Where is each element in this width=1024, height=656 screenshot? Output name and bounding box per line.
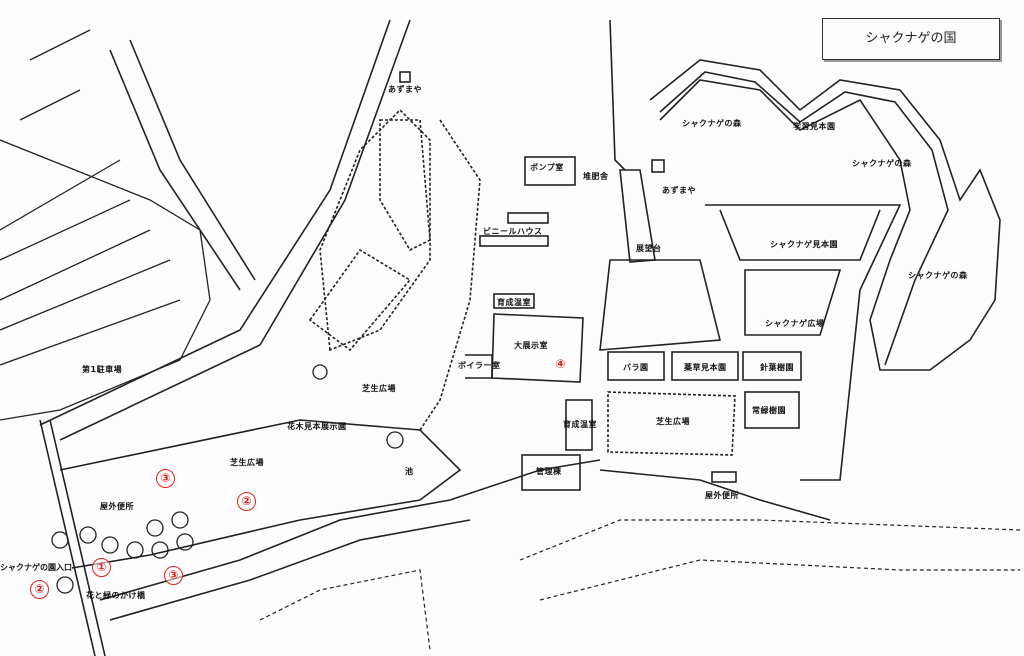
label-vinyl-house: ビニールハウス (483, 227, 543, 236)
label-nursery-greenhouse: 育成温室 (563, 420, 597, 429)
east-gardens (599, 204, 902, 521)
label-conifer-garden: 針葉樹園 (760, 363, 794, 372)
marker-3: ③ (156, 469, 175, 488)
label-pump-room: ポンプ室 (530, 163, 564, 172)
label-lawn: 芝生広場 (362, 384, 396, 393)
label-observation-deck: 展望台 (636, 244, 662, 253)
paths-south (59, 419, 601, 621)
marker-1: ① (92, 558, 111, 577)
label-compost-shed: 堆肥舎 (583, 172, 609, 181)
wooded-hill (308, 108, 481, 431)
parking-lot (0, 29, 211, 421)
buildings-central (399, 71, 665, 491)
label-azumaya: あずまや (662, 186, 696, 195)
label-toilet: 屋外便所 (100, 502, 134, 511)
label-toilet: 屋外便所 (705, 491, 739, 500)
tree-circles (51, 364, 404, 594)
marker-2: ② (30, 580, 49, 599)
label-evergreen-garden: 常緑樹園 (752, 406, 786, 415)
label-herb-garden: 薬草見本園 (684, 363, 727, 372)
label-nursery-greenhouse: 育成温室 (497, 298, 531, 307)
label-entrance: シャクナゲの園入口 (0, 562, 72, 573)
label-flowering-tree-garden: 花木見本展示園 (287, 422, 347, 431)
label-admin-building: 管理棟 (536, 467, 562, 476)
label-rhododendron-sample-garden: シャクナゲ見本園 (770, 240, 838, 249)
label-forest: シャクナゲの森 (908, 271, 968, 280)
label-pond: 池 (405, 467, 414, 476)
label-azumaya: あずまや (388, 85, 422, 94)
label-rhododendron-plaza: シャクナゲ広場 (765, 319, 825, 328)
label-lawn: 芝生広場 (230, 458, 264, 467)
map-title: シャクナゲの国 (822, 18, 1000, 60)
label-boiler-room: ボイラー室 (458, 361, 501, 370)
marker-3: ③ (164, 566, 183, 585)
marker-2: ② (237, 492, 256, 511)
forest-loop (609, 19, 1001, 371)
label-forest: シャクナゲの森 (852, 159, 912, 168)
label-forest: シャクナゲの森 (682, 119, 742, 128)
label-study-garden: 学習見本園 (793, 122, 836, 131)
label-rose-garden: バラ園 (623, 363, 649, 372)
label-parking: 第1駐車場 (82, 365, 123, 374)
label-lawn: 芝生広場 (656, 417, 690, 426)
south-town (259, 519, 1021, 651)
label-bridge: 花と緑のかけ橋 (86, 591, 146, 600)
label-main-exhibition: 大展示室 (514, 341, 548, 350)
marker-4: ④ (552, 356, 569, 373)
